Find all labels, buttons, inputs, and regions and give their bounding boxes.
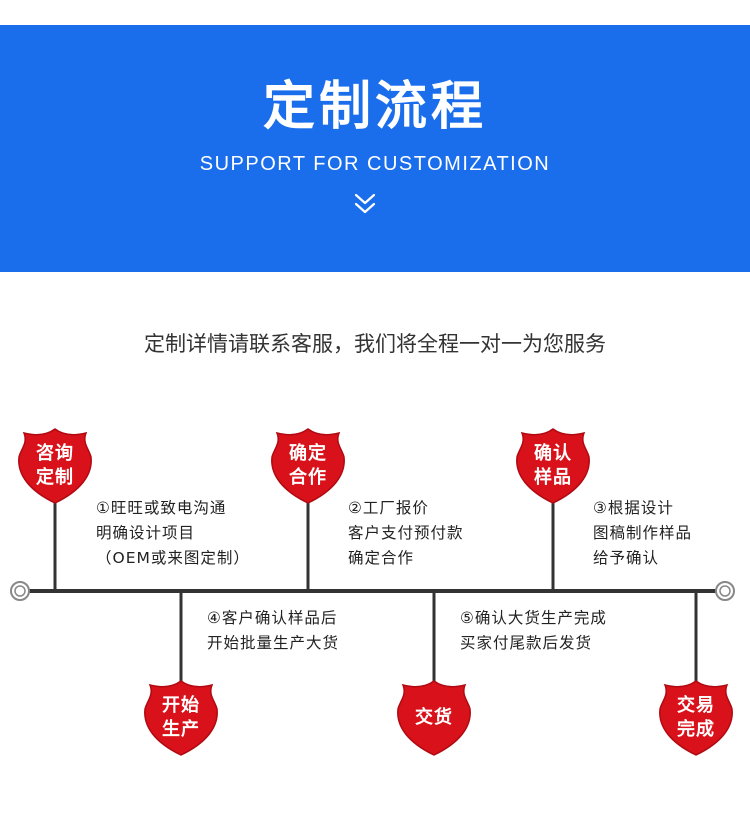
double-chevron-down-icon <box>354 192 376 216</box>
badge-label-line: 交货 <box>415 707 453 728</box>
badge-label-line: 定制 <box>36 467 74 488</box>
shield-shape <box>271 428 345 504</box>
badge-label-line: 确认 <box>534 443 572 464</box>
badge-step-4: 开始 生产 <box>142 679 220 757</box>
step-2-description: ②工厂报价 客户支付预付款 确定合作 <box>348 496 464 571</box>
step-text-line: ①旺旺或致电沟通 <box>96 499 227 517</box>
step-4-description: ④客户确认样品后 开始批量生产大货 <box>207 606 339 656</box>
step-3-description: ③根据设计 图稿制作样品 给予确认 <box>593 496 692 571</box>
badge-step-1: 咨询 定制 <box>16 427 94 505</box>
shield-shape <box>144 680 218 756</box>
header-banner: 定制流程 SUPPORT FOR CUSTOMIZATION <box>0 25 750 272</box>
step-text-line: ③根据设计 <box>593 499 674 517</box>
badge-label-line: 样品 <box>534 467 572 488</box>
badge-label-line: 确定 <box>289 443 327 464</box>
badge-label-line: 交易 <box>677 695 715 716</box>
step-text-line: （OEM或来图定制） <box>96 549 250 567</box>
badge-label-line: 咨询 <box>36 443 74 464</box>
badge-step-3: 确认 样品 <box>514 427 592 505</box>
step-1-description: ①旺旺或致电沟通 明确设计项目 （OEM或来图定制） <box>96 496 250 571</box>
step-text-line: 开始批量生产大货 <box>207 634 340 652</box>
shield-shape <box>18 428 92 504</box>
timeline-end-cap <box>715 581 735 601</box>
step-text-line: 确定合作 <box>348 549 415 567</box>
step-5-description: ⑤确认大货生产完成 买家付尾款后发货 <box>460 606 607 656</box>
step-text-line: 客户支付预付款 <box>348 524 464 542</box>
page-subtitle: SUPPORT FOR CUSTOMIZATION <box>199 153 551 175</box>
badge-label-line: 完成 <box>677 719 715 740</box>
badge-step-6: 交易 完成 <box>657 679 735 757</box>
step-text-line: 图稿制作样品 <box>593 524 693 542</box>
step-text-line: 买家付尾款后发货 <box>460 634 593 652</box>
timeline-start-cap <box>10 581 30 601</box>
badge-label-line: 合作 <box>289 467 327 488</box>
step-text-line: 给予确认 <box>593 549 660 567</box>
badge-step-2: 确定 合作 <box>269 427 347 505</box>
step-text-line: ④客户确认样品后 <box>207 609 338 627</box>
step-text-line: ②工厂报价 <box>348 499 429 517</box>
shield-shape <box>516 428 590 504</box>
shield-shape <box>397 680 471 756</box>
step-text-line: ⑤确认大货生产完成 <box>460 609 607 627</box>
badge-label-line: 开始 <box>162 695 200 716</box>
step-text-line: 明确设计项目 <box>96 524 196 542</box>
badge-label-line: 生产 <box>162 719 200 740</box>
shield-shape <box>659 680 733 756</box>
page-title: 定制流程 <box>262 77 487 137</box>
badge-step-5: 交货 <box>395 679 473 757</box>
intro-text: 定制详情请联系客服，我们将全程一对一为您服务 <box>144 332 606 356</box>
